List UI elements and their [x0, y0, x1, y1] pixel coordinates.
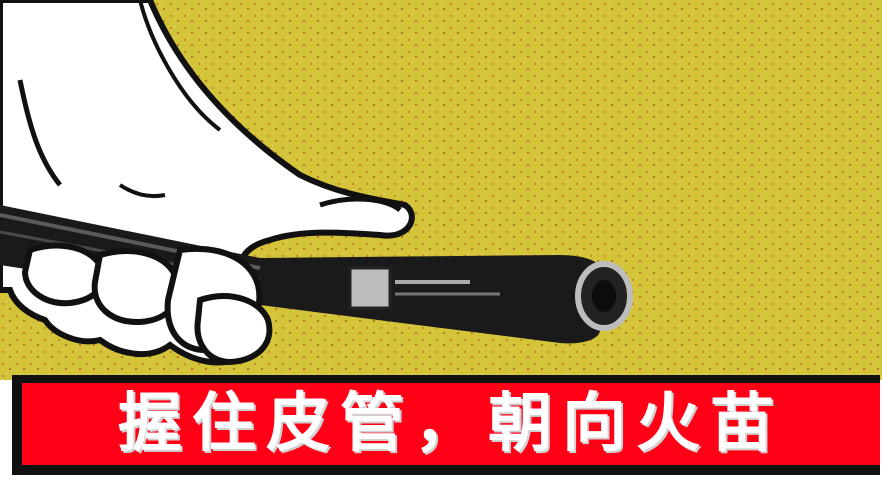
fingers-icon: [21, 242, 273, 366]
caption-text: 握住皮管，朝向火苗: [118, 387, 784, 461]
caption-red-panel: 握住皮管，朝向火苗: [22, 383, 880, 465]
caption-banner: 握住皮管，朝向火苗: [12, 375, 880, 475]
